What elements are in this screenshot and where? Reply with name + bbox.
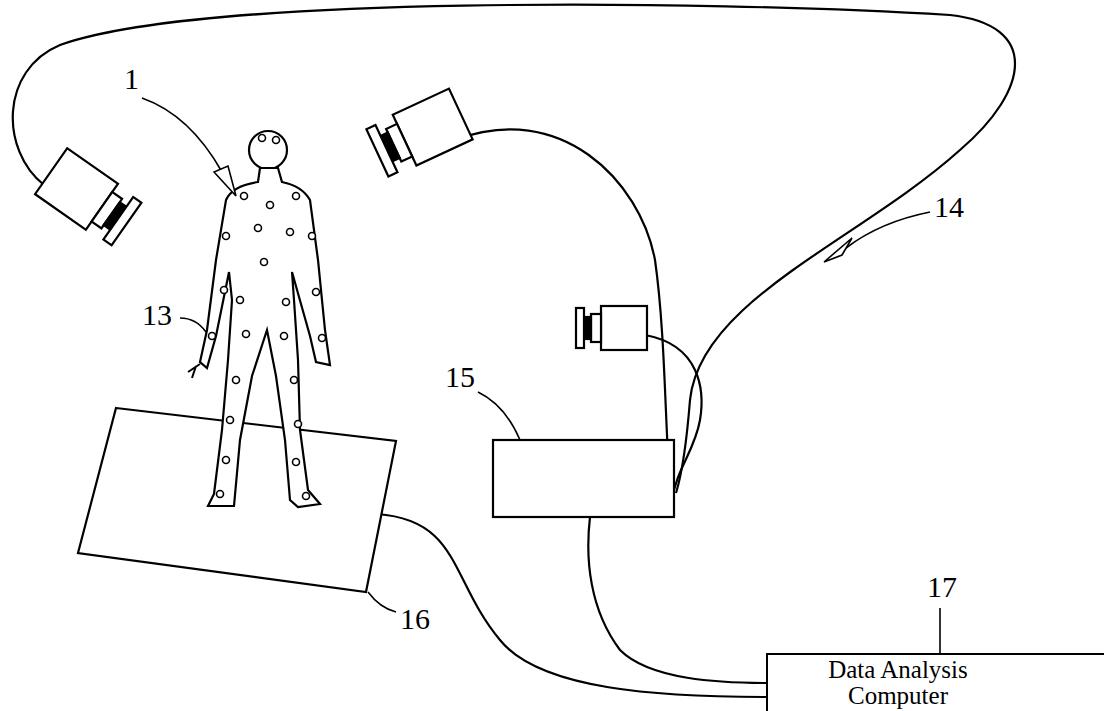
callout-number: 14 xyxy=(934,192,964,222)
callout-number: 17 xyxy=(927,572,957,602)
camera xyxy=(366,89,473,179)
callout-number: 16 xyxy=(400,604,430,634)
camera-cable xyxy=(455,129,670,490)
leader-lines xyxy=(142,98,940,654)
computer-box: Data Analysis Computer xyxy=(766,653,1104,711)
camera-hub-box xyxy=(493,440,674,517)
data-cable xyxy=(377,514,768,697)
camera xyxy=(35,148,142,247)
subject-figure xyxy=(188,131,330,507)
callout-number: 15 xyxy=(445,362,475,392)
data-cable xyxy=(588,517,768,683)
callout-number: 1 xyxy=(124,64,139,94)
camera xyxy=(576,306,647,350)
box-label: Data Analysis Computer xyxy=(798,657,998,710)
callout-number: 13 xyxy=(142,300,172,330)
